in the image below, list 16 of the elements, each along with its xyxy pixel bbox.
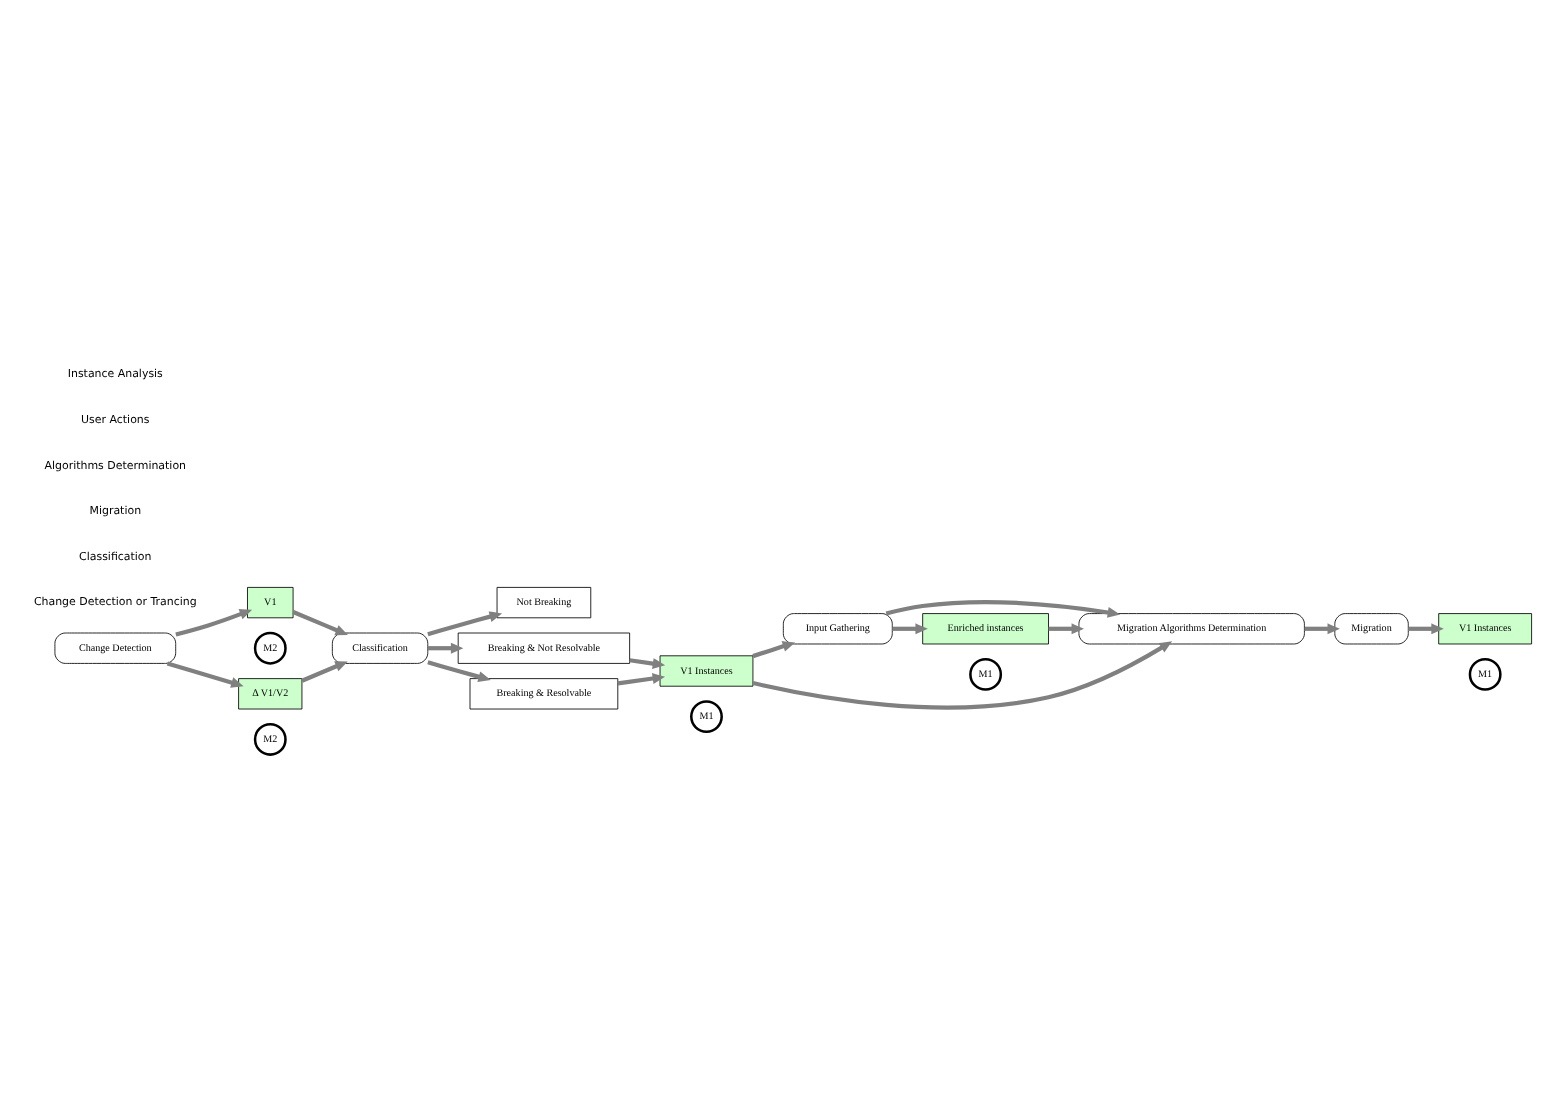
arrow — [301, 661, 348, 683]
arrow — [617, 673, 666, 686]
arrow — [1048, 623, 1084, 635]
arrow — [427, 660, 491, 682]
arrow — [175, 609, 253, 637]
arrow — [292, 610, 348, 636]
arrow — [885, 600, 1121, 618]
arrow — [629, 658, 666, 669]
arrow — [1408, 623, 1444, 635]
arrow — [752, 641, 796, 659]
arrow — [427, 642, 464, 654]
arrow — [427, 611, 503, 637]
arrow — [1304, 623, 1340, 635]
arrow — [892, 623, 928, 635]
arrow — [166, 661, 244, 688]
arrow — [752, 641, 1173, 710]
